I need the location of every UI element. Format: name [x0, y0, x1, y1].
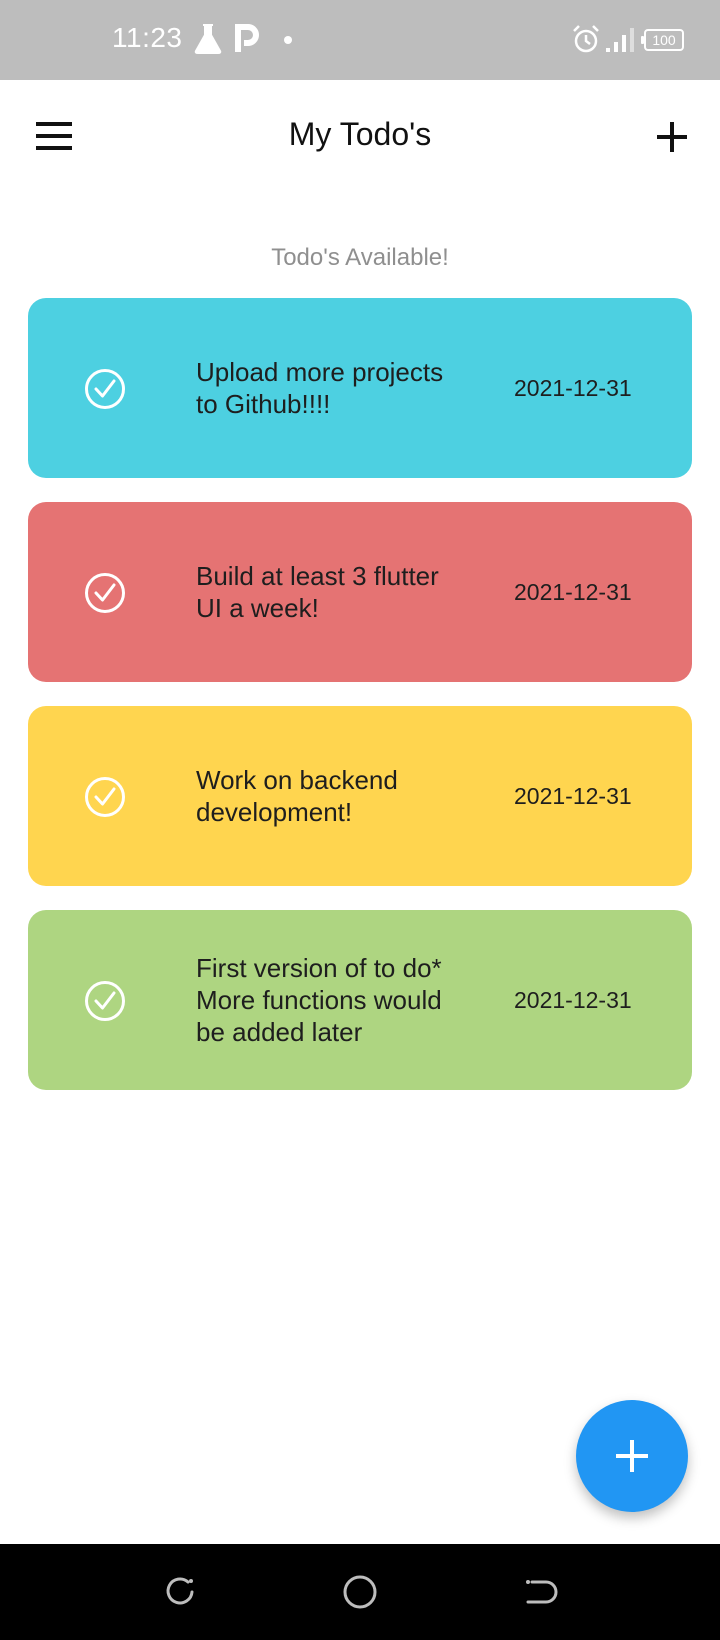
- todo-date: 2021-12-31: [514, 578, 632, 605]
- app-bar: My Todo's: [0, 80, 720, 192]
- plus-icon[interactable]: [652, 114, 692, 158]
- todo-card[interactable]: Build at least 3 flutter UI a week! 2021…: [28, 502, 692, 682]
- check-circle-icon[interactable]: [84, 368, 126, 410]
- add-todo-fab[interactable]: [576, 1400, 688, 1512]
- menu-icon[interactable]: [32, 114, 80, 158]
- section-label: Todo's Available!: [271, 244, 449, 271]
- system-nav-bar: [0, 1544, 720, 1640]
- parking-icon: [235, 24, 259, 52]
- todo-text: Work on backend development!: [196, 765, 398, 827]
- check-circle-icon[interactable]: [84, 776, 126, 818]
- recent-apps-icon[interactable]: [160, 1572, 200, 1612]
- todo-text: Upload more projects to Github!!!!: [196, 357, 444, 419]
- todo-date: 2021-12-31: [514, 374, 632, 401]
- todo-card[interactable]: First version of to do* More functions w…: [28, 910, 692, 1090]
- battery-icon: 100: [641, 29, 684, 51]
- dot-icon: [284, 36, 292, 44]
- plus-icon: [616, 1440, 648, 1472]
- todo-date: 2021-12-31: [514, 782, 632, 809]
- alarm-icon: [573, 25, 599, 53]
- todo-date: 2021-12-31: [514, 986, 632, 1013]
- todo-text: First version of to do* More functions w…: [196, 953, 442, 1047]
- check-circle-icon[interactable]: [84, 980, 126, 1022]
- flask-icon: [194, 24, 222, 54]
- page-title: My Todo's: [288, 116, 432, 152]
- todo-card[interactable]: Upload more projects to Github!!!! 2021-…: [28, 298, 692, 478]
- back-icon[interactable]: [520, 1572, 560, 1612]
- todo-text: Build at least 3 flutter UI a week!: [196, 561, 439, 623]
- status-time: 11:23: [112, 22, 183, 53]
- todo-list: Upload more projects to Github!!!! 2021-…: [28, 298, 692, 1114]
- todo-card[interactable]: Work on backend development! 2021-12-31: [28, 706, 692, 886]
- check-circle-icon[interactable]: [84, 572, 126, 614]
- status-bar: 11:23 100: [0, 0, 720, 80]
- signal-icon: [606, 28, 634, 52]
- home-icon[interactable]: [340, 1572, 380, 1612]
